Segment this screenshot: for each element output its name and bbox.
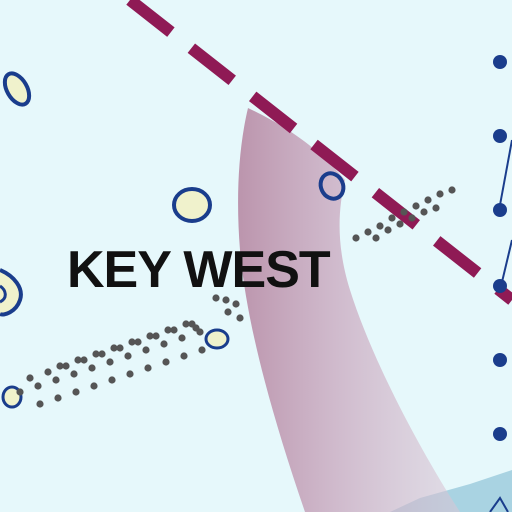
marker-track bbox=[501, 239, 512, 283]
sounding-dot bbox=[212, 294, 220, 302]
sounding-dot bbox=[436, 190, 444, 198]
sounding-dot bbox=[144, 364, 152, 372]
sounding-dot bbox=[62, 362, 70, 370]
sounding-dot bbox=[432, 204, 440, 212]
sounding-dot bbox=[56, 362, 64, 370]
sounding-dot bbox=[376, 222, 384, 230]
sounding-dot bbox=[98, 350, 106, 358]
sounding-dot bbox=[134, 338, 142, 346]
sounding-dot bbox=[384, 226, 392, 234]
navigation-markers bbox=[489, 55, 512, 512]
shoal bbox=[0, 268, 23, 317]
sounding-dot bbox=[170, 326, 178, 334]
sounding-dot bbox=[128, 338, 136, 346]
place-label-key-west: KEY WEST bbox=[67, 241, 331, 299]
shoal bbox=[172, 187, 212, 223]
marker-track bbox=[499, 139, 512, 206]
sounding-dot bbox=[396, 220, 404, 228]
sounding-dot bbox=[178, 334, 186, 342]
sounding-dot bbox=[192, 324, 200, 332]
sounding-dot bbox=[224, 308, 232, 316]
maritime-boundary-line bbox=[126, 0, 512, 305]
sounding-dot bbox=[146, 332, 154, 340]
shoal bbox=[0, 284, 7, 304]
sounding-dot bbox=[424, 196, 432, 204]
channel-band bbox=[238, 108, 460, 512]
marker-dot bbox=[493, 55, 507, 69]
sounding-dot bbox=[164, 326, 172, 334]
marker-dot bbox=[493, 353, 507, 367]
sounding-dot bbox=[90, 382, 98, 390]
marker-dot bbox=[493, 203, 507, 217]
sounding-dot bbox=[34, 382, 42, 390]
sounding-dot bbox=[80, 356, 88, 364]
shoal bbox=[2, 71, 32, 107]
marker-track bbox=[489, 496, 509, 512]
sounding-dot bbox=[126, 370, 134, 378]
marker-dot bbox=[493, 279, 507, 293]
sounding-dot bbox=[160, 340, 168, 348]
sounding-dot bbox=[408, 214, 416, 222]
sounding-dot bbox=[74, 356, 82, 364]
sounding-dot bbox=[44, 368, 52, 376]
marker-dot bbox=[493, 129, 507, 143]
sounding-dot bbox=[70, 370, 78, 378]
sounding-dot bbox=[152, 332, 160, 340]
sounding-dot bbox=[16, 388, 24, 396]
sounding-dot bbox=[412, 202, 420, 210]
sounding-dot bbox=[372, 234, 380, 242]
sounding-dot bbox=[162, 358, 170, 366]
sounding-dot bbox=[124, 352, 132, 360]
shoal bbox=[318, 171, 346, 201]
sounding-dot bbox=[198, 346, 206, 354]
sounding-dot bbox=[26, 374, 34, 382]
shoal bbox=[204, 328, 230, 350]
sounding-dot bbox=[142, 346, 150, 354]
sounding-dot bbox=[364, 228, 372, 236]
sounding-dot bbox=[182, 320, 190, 328]
sounding-dot bbox=[180, 352, 188, 360]
sounding-dot bbox=[88, 364, 96, 372]
sounding-dot bbox=[52, 376, 60, 384]
sounding-dot bbox=[54, 394, 62, 402]
sounding-dot bbox=[420, 208, 428, 216]
sounding-dot bbox=[116, 344, 124, 352]
sounding-dot bbox=[36, 400, 44, 408]
sounding-dot bbox=[106, 358, 114, 366]
sounding-dot bbox=[352, 234, 360, 242]
sounding-dot bbox=[388, 214, 396, 222]
sounding-dots bbox=[16, 186, 456, 408]
marker-dot bbox=[493, 427, 507, 441]
sounding-dot bbox=[400, 208, 408, 216]
sounding-dot bbox=[448, 186, 456, 194]
sounding-dot bbox=[236, 314, 244, 322]
sounding-dot bbox=[108, 376, 116, 384]
sounding-dot bbox=[222, 296, 230, 304]
shoal-outlines bbox=[0, 71, 346, 409]
sounding-dot bbox=[72, 388, 80, 396]
sounding-dot bbox=[232, 300, 240, 308]
sounding-dot bbox=[92, 350, 100, 358]
sounding-dot bbox=[110, 344, 118, 352]
